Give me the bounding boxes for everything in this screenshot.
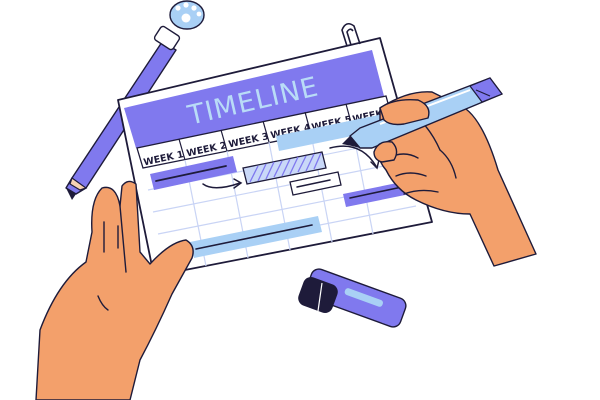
task-bar (343, 181, 410, 207)
dependency-arrows (202, 145, 380, 189)
binder-clip-icon (341, 22, 361, 47)
task-bars (150, 113, 410, 258)
right-hand (377, 91, 537, 267)
marker-icon (298, 268, 407, 328)
left-hand (35, 180, 194, 400)
hand-fingers (373, 98, 430, 163)
task-bar (276, 113, 391, 151)
title-banner (124, 50, 384, 148)
task-bar (242, 151, 327, 185)
